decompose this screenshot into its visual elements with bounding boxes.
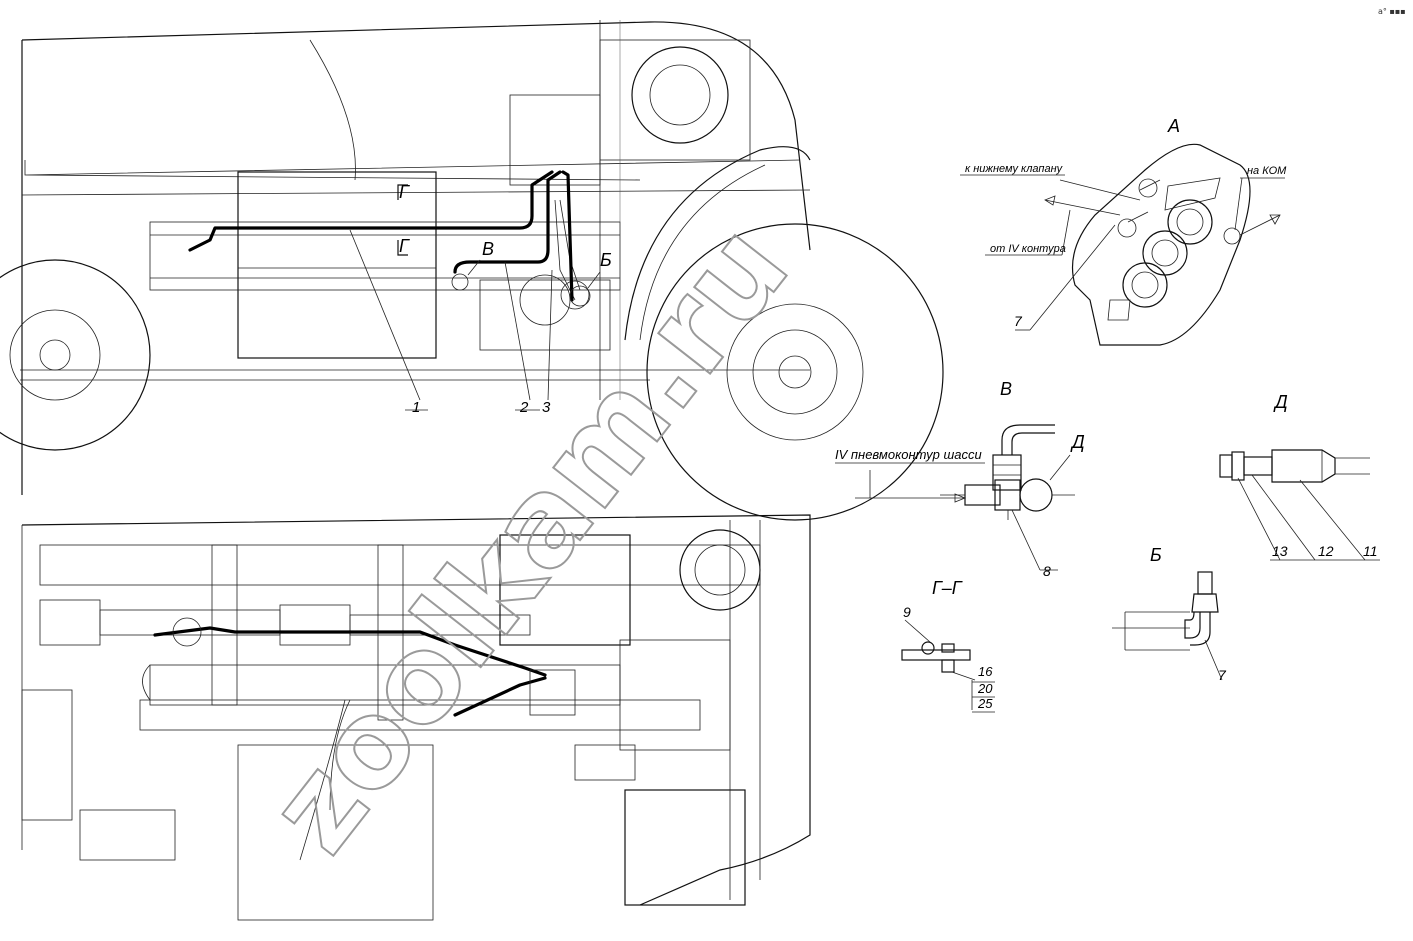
view-d-title: Д — [1273, 392, 1288, 412]
view-v — [835, 424, 1075, 571]
corner-mark: a° ▪▪▪ — [1378, 7, 1406, 16]
view-a-labels: А к нижнему клапану от IV контура на КОМ… — [965, 116, 1287, 329]
position-7-b: 7 — [1218, 667, 1227, 683]
position-16: 16 — [978, 664, 993, 679]
view-d — [1219, 449, 1380, 561]
callout-b: Б — [600, 250, 612, 270]
plan-view — [21, 514, 811, 921]
section-mark-g-bottom: Г — [399, 236, 410, 256]
view-g-g — [901, 619, 995, 713]
position-1: 1 — [412, 399, 420, 416]
note-to-kom: на КОМ — [1247, 165, 1287, 177]
callout-d: Д — [1070, 432, 1085, 452]
position-3: 3 — [542, 399, 551, 416]
position-9: 9 — [903, 604, 911, 620]
top-view-labels: Г Г В Б 1 2 3 — [399, 182, 612, 416]
position-2: 2 — [519, 399, 529, 416]
view-d-labels: Д 13 12 11 — [1272, 392, 1378, 559]
position-20: 20 — [977, 681, 993, 696]
view-g-g-labels: Г–Г 9 16 20 25 — [903, 578, 993, 711]
position-13: 13 — [1272, 543, 1288, 559]
note-to-lower-valve: к нижнему клапану — [965, 163, 1064, 175]
view-b-labels: Б 7 — [1150, 545, 1227, 683]
note-from-circuit-iv: от IV контура — [990, 243, 1066, 255]
view-b — [1112, 571, 1223, 681]
section-mark-g-top: Г — [399, 182, 410, 202]
position-11: 11 — [1363, 543, 1378, 559]
callout-v: В — [482, 239, 494, 259]
view-a — [960, 143, 1285, 346]
position-25: 25 — [977, 696, 993, 711]
position-12: 12 — [1318, 543, 1334, 559]
view-g-g-title: Г–Г — [932, 578, 963, 598]
view-a-title: А — [1167, 116, 1180, 136]
view-v-title: В — [1000, 379, 1012, 399]
position-8: 8 — [1043, 563, 1051, 579]
side-elevation-view — [0, 20, 944, 521]
note-circuit-iv-chassis: IV пневмоконтур шасси — [835, 447, 982, 462]
view-b-title: Б — [1150, 545, 1162, 565]
view-v-labels: В IV пневмоконтур шасси Д 8 — [835, 379, 1085, 579]
position-7-a: 7 — [1014, 313, 1023, 329]
